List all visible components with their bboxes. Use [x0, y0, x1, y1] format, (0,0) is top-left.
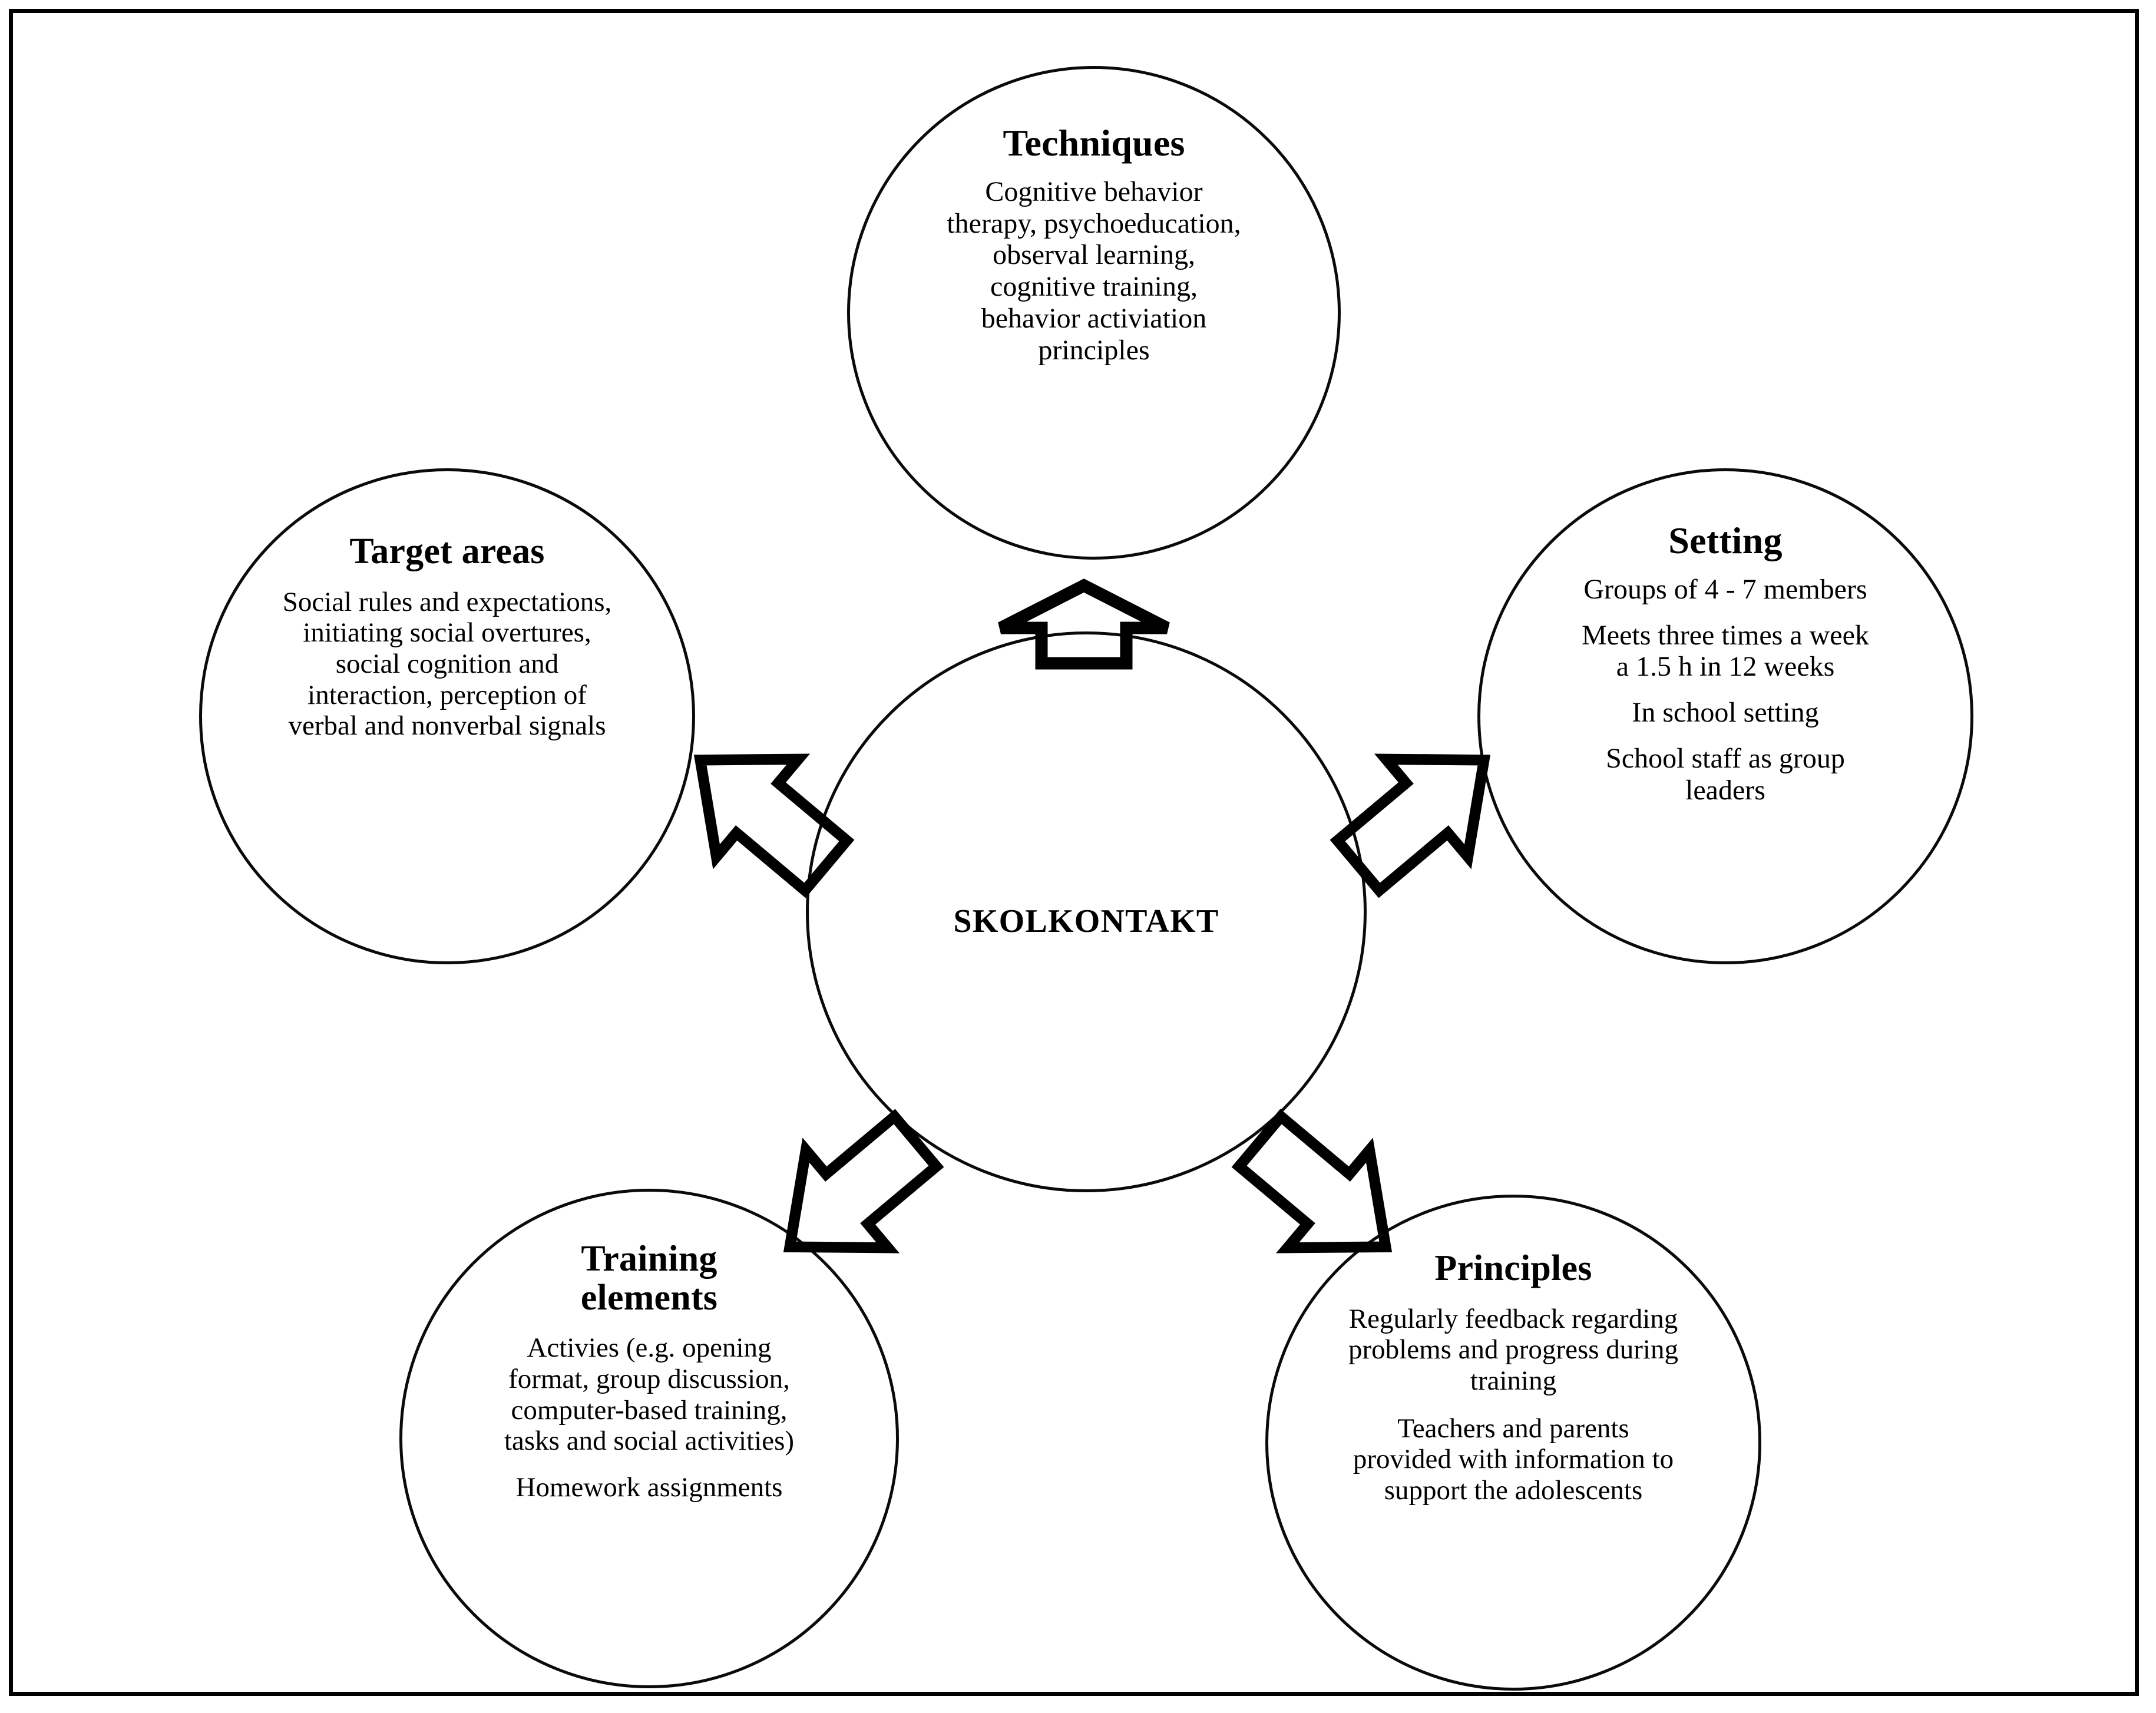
node-training-elements-paragraph-2: Homework assignments [515, 1471, 783, 1503]
node-training-elements-paragraph-1: Activies (e.g. opening format, group dis… [504, 1332, 795, 1457]
node-principles-paragraph-2: Teachers and parents provided with infor… [1353, 1413, 1674, 1506]
node-setting: Setting Groups of 4 - 7 members Meets th… [1477, 468, 1973, 964]
node-setting-paragraph-1: Groups of 4 - 7 members [1583, 573, 1867, 605]
arrow-down-left-icon [743, 1084, 965, 1301]
node-setting-paragraph-2: Meets three times a week a 1.5 h in 12 w… [1582, 619, 1869, 683]
node-setting-body: Groups of 4 - 7 members Meets three time… [1572, 574, 1879, 806]
node-training-elements-body: Activies (e.g. opening format, group dis… [484, 1332, 814, 1503]
node-training-elements-title: Training elements [580, 1239, 718, 1318]
node-target-areas-paragraph: Social rules and expectations, initiatin… [282, 586, 612, 742]
arrow-up-right-icon [1308, 705, 1531, 922]
arrow-up-icon [996, 578, 1172, 670]
node-principles-body: Regularly feedback regarding problems an… [1345, 1304, 1681, 1506]
center-node-skolkontakt: SKOLKONTAKT [806, 631, 1367, 1192]
node-training-elements: Training elements Activies (e.g. opening… [399, 1189, 899, 1688]
node-setting-paragraph-3: In school setting [1632, 697, 1819, 729]
arrow-up-left-icon [653, 705, 876, 922]
node-target-areas-body: Social rules and expectations, initiatin… [270, 587, 624, 742]
center-node-label: SKOLKONTAKT [953, 903, 1219, 940]
node-principles-paragraph-1: Regularly feedback regarding problems an… [1348, 1303, 1678, 1396]
node-target-areas: Target areas Social rules and expectatio… [199, 468, 695, 964]
node-techniques-title: Techniques [1003, 122, 1185, 164]
node-techniques-body: Cognitive behavior therapy, psychoeducat… [947, 176, 1241, 366]
arrow-down-right-icon [1210, 1084, 1433, 1301]
node-techniques: Techniques Cognitive behavior therapy, p… [847, 66, 1341, 560]
node-setting-title: Setting [1668, 520, 1783, 561]
node-target-areas-title: Target areas [349, 531, 545, 571]
node-principles: Principles Regularly feedback regarding … [1265, 1195, 1761, 1691]
node-techniques-paragraph: Cognitive behavior therapy, psychoeducat… [947, 176, 1241, 366]
node-principles-title: Principles [1434, 1248, 1592, 1288]
node-setting-paragraph-4: School staff as group leaders [1606, 742, 1845, 806]
